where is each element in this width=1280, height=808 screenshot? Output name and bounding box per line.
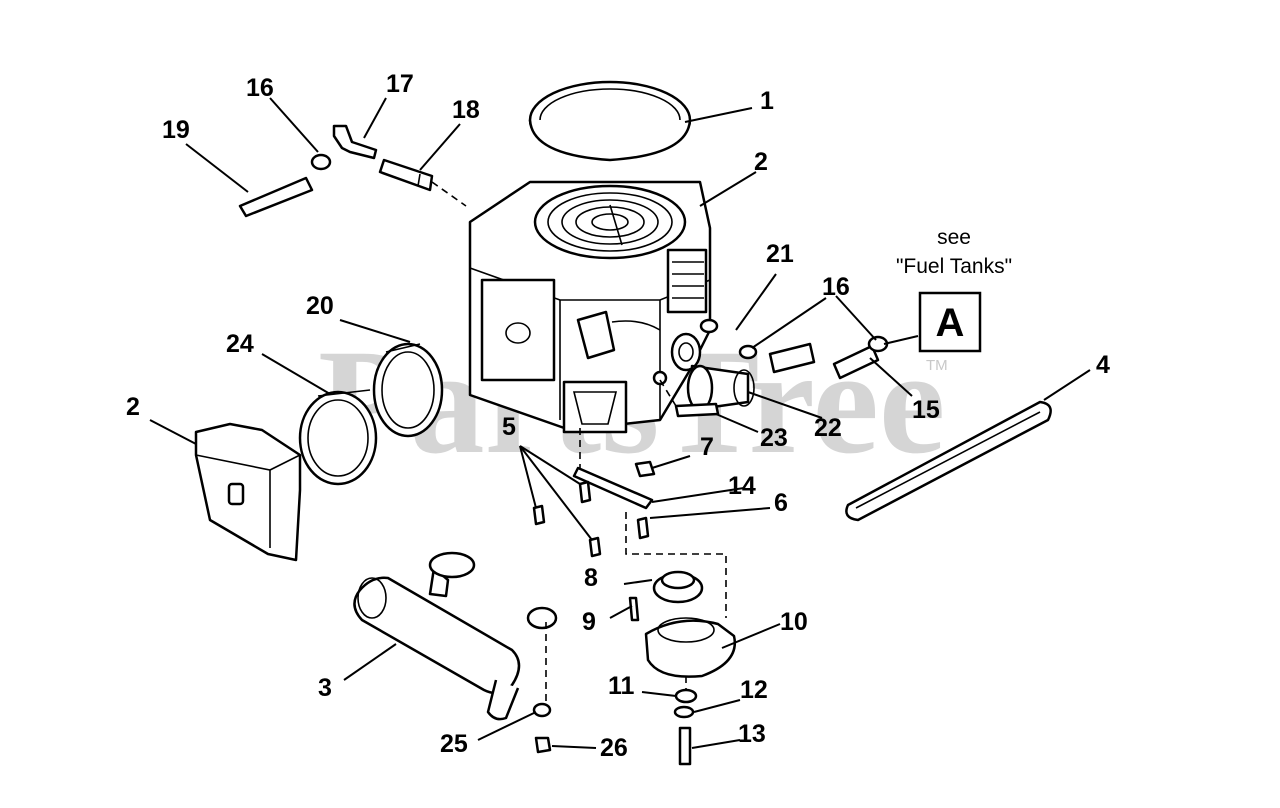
callout-22: 22 xyxy=(814,414,842,442)
callout-26: 26 xyxy=(600,734,628,762)
callout-20: 20 xyxy=(306,292,334,320)
part-26-nut[interactable] xyxy=(534,736,552,754)
callout-16-right: 16 xyxy=(822,273,850,301)
callout-12: 12 xyxy=(740,676,768,704)
part-7-nut[interactable] xyxy=(634,460,656,478)
callout-21: 21 xyxy=(766,240,794,268)
part-2-shroud[interactable] xyxy=(194,422,302,562)
callout-15: 15 xyxy=(912,396,940,424)
part-17-fitting[interactable] xyxy=(332,124,378,160)
part-24-sleeve[interactable] xyxy=(298,389,378,486)
leader-lines xyxy=(149,97,1091,749)
callout-17: 17 xyxy=(386,70,414,98)
callout-11: 11 xyxy=(608,672,635,700)
part-5-bolts[interactable] xyxy=(532,480,602,558)
part-1-ring[interactable] xyxy=(528,80,692,162)
reference-box-a[interactable]: A xyxy=(918,291,982,353)
callout-5: 5 xyxy=(502,413,516,441)
part-21-fuel-filter-fitting[interactable] xyxy=(699,318,758,360)
callout-2-engine: 2 xyxy=(754,148,768,176)
callout-8: 8 xyxy=(584,564,598,592)
callout-18: 18 xyxy=(452,96,480,124)
part-19-fuel-line[interactable] xyxy=(238,176,314,218)
part-4-belt[interactable] xyxy=(845,400,1052,522)
callout-10: 10 xyxy=(780,608,808,636)
part-3-muffler[interactable] xyxy=(353,551,558,721)
part-18-tube[interactable] xyxy=(378,158,434,192)
callout-9: 9 xyxy=(582,608,596,636)
part-15-fuel-line[interactable] xyxy=(768,342,880,380)
callout-4: 4 xyxy=(1096,351,1110,379)
part-23-drain-valve[interactable] xyxy=(674,402,720,418)
callout-7: 7 xyxy=(700,433,714,461)
reference-note-line2: "Fuel Tanks" xyxy=(896,255,1012,278)
callout-1: 1 xyxy=(760,87,774,115)
reference-note-line1: see xyxy=(937,226,971,249)
part-9-key[interactable] xyxy=(628,596,640,622)
callout-24: 24 xyxy=(226,330,254,358)
callout-3: 3 xyxy=(318,674,332,702)
part-12-washer[interactable] xyxy=(673,705,695,719)
reference-box-label: A xyxy=(936,301,965,345)
callout-14: 14 xyxy=(728,472,756,500)
callout-16-left: 16 xyxy=(246,74,274,102)
part-2-engine[interactable] xyxy=(468,180,712,434)
callout-25: 25 xyxy=(440,730,468,758)
part-8-pulley[interactable] xyxy=(652,570,704,604)
watermark-trademark: TM xyxy=(926,357,948,374)
callout-23: 23 xyxy=(760,424,788,452)
part-25-washer[interactable] xyxy=(532,702,552,718)
part-22-oil-filter[interactable] xyxy=(686,364,755,412)
callout-6: 6 xyxy=(774,489,788,517)
callout-2-shroud: 2 xyxy=(126,393,140,421)
callout-13: 13 xyxy=(738,720,766,748)
part-16-clamp-left[interactable] xyxy=(310,153,332,171)
part-6-bolt[interactable] xyxy=(636,516,650,540)
part-10-clutch[interactable] xyxy=(644,617,737,678)
part-11-washer[interactable] xyxy=(674,688,698,704)
callout-19: 19 xyxy=(162,116,190,144)
part-14-bracket[interactable] xyxy=(572,466,654,510)
assembly-lines xyxy=(431,181,727,702)
part-13-bolt[interactable] xyxy=(678,726,692,766)
callout-labels: 1 2 2 3 4 5 6 7 8 9 10 11 12 13 14 15 16… xyxy=(126,70,1110,762)
part-20-sleeve[interactable] xyxy=(372,342,444,438)
